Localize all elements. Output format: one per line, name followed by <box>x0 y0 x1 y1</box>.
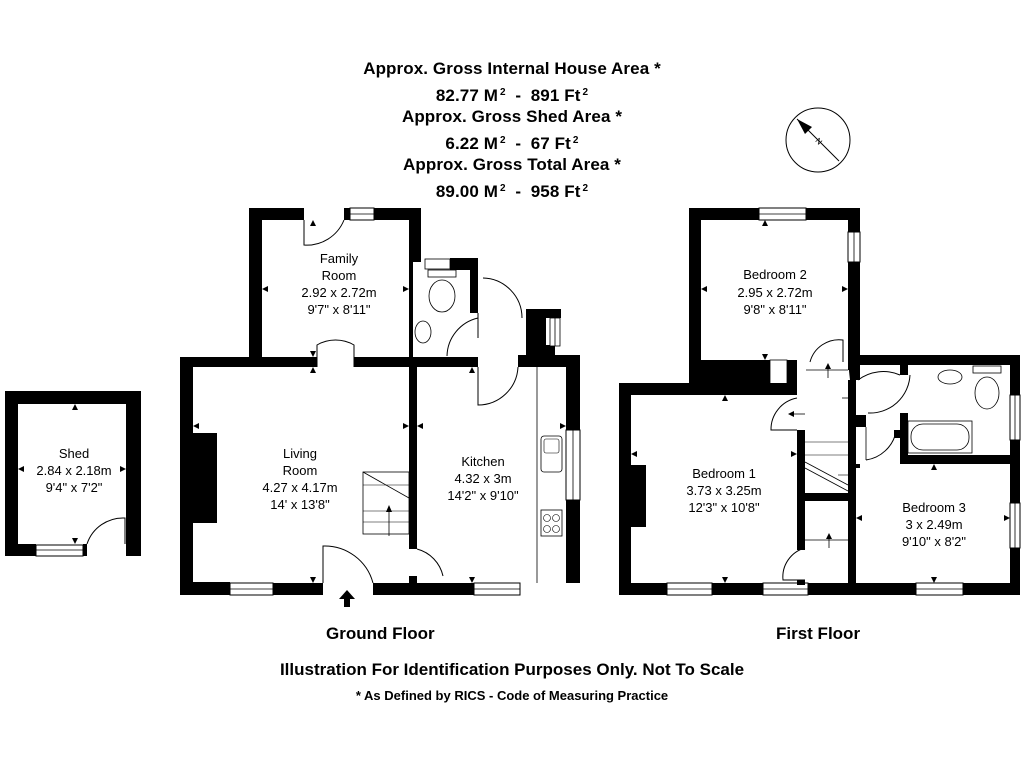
shed-area-m2: 6.22 M <box>445 134 498 153</box>
squared-sup: 2 <box>499 87 506 98</box>
room-imperial: 12'3" x 10'8" <box>688 500 760 515</box>
staircase <box>362 471 410 536</box>
entrance-arrow-icon <box>339 590 355 607</box>
room-imperial: 9'7" x 8'11" <box>307 302 370 317</box>
shed-plan <box>5 391 141 557</box>
separator: - <box>515 86 522 105</box>
house-area-title: Approx. Gross Internal House Area * <box>363 59 661 78</box>
room-label-family-room: Family Room 2.92 x 2.72m 9'7" x 8'11" <box>301 251 376 317</box>
room-name: Bedroom 3 <box>902 500 966 515</box>
disclaimer-text: Illustration For Identification Purposes… <box>279 660 745 679</box>
room-name: Living <box>283 446 317 461</box>
first-floor-label: First Floor <box>776 624 861 643</box>
room-metric: 3.73 x 3.25m <box>686 483 761 498</box>
room-name: Room <box>283 463 318 478</box>
room-metric: 4.27 x 4.17m <box>262 480 337 495</box>
house-area-ft2: 891 Ft <box>530 86 581 105</box>
total-area-title: Approx. Gross Total Area * <box>403 155 621 174</box>
room-label-bedroom-1: Bedroom 1 3.73 x 3.25m 12'3" x 10'8" <box>686 466 761 515</box>
north-arrow-compass-icon: N <box>785 107 851 173</box>
compass-n-label: N <box>813 136 824 147</box>
squared-sup: 2 <box>499 135 506 146</box>
ground-floor-label: Ground Floor <box>326 624 435 643</box>
squared-sup: 2 <box>499 183 506 194</box>
room-metric: 4.32 x 3m <box>454 471 511 486</box>
room-name: Bedroom 2 <box>743 267 807 282</box>
room-metric: 2.95 x 2.72m <box>737 285 812 300</box>
room-name: Family <box>320 251 359 266</box>
room-label-bedroom-3: Bedroom 3 3 x 2.49m 9'10" x 8'2" <box>902 500 966 549</box>
room-label-living-room: Living Room 4.27 x 4.17m 14' x 13'8" <box>262 446 337 512</box>
total-area-m2: 89.00 M <box>435 182 498 201</box>
first-floor-staircase <box>804 441 849 492</box>
room-metric: 3 x 2.49m <box>905 517 962 532</box>
separator: - <box>515 182 522 201</box>
squared-sup: 2 <box>582 87 589 98</box>
ground-floor-plan <box>180 207 581 607</box>
room-imperial: 9'8" x 8'11" <box>743 302 806 317</box>
room-name: Kitchen <box>461 454 504 469</box>
house-area-m2: 82.77 M <box>435 86 498 105</box>
room-label-shed: Shed 2.84 x 2.18m 9'4" x 7'2" <box>36 446 111 495</box>
total-area-ft2: 958 Ft <box>530 182 581 201</box>
room-metric: 2.84 x 2.18m <box>36 463 111 478</box>
first-floor-plan <box>619 207 1021 596</box>
room-metric: 2.92 x 2.72m <box>301 285 376 300</box>
room-label-bedroom-2: Bedroom 2 2.95 x 2.72m 9'8" x 8'11" <box>737 267 812 317</box>
room-name: Room <box>322 268 357 283</box>
separator: - <box>515 134 522 153</box>
room-imperial: 14'2" x 9'10" <box>447 488 519 503</box>
shed-area-title: Approx. Gross Shed Area * <box>401 107 623 126</box>
room-name: Bedroom 1 <box>692 466 756 481</box>
room-label-kitchen: Kitchen 4.32 x 3m 14'2" x 9'10" <box>447 454 519 503</box>
room-imperial: 9'4" x 7'2" <box>46 480 103 495</box>
room-imperial: 9'10" x 8'2" <box>902 534 966 549</box>
rics-note: * As Defined by RICS - Code of Measuring… <box>355 688 669 703</box>
room-name: Shed <box>59 446 89 461</box>
squared-sup: 2 <box>572 135 579 146</box>
shed-area-ft2: 67 Ft <box>530 134 571 153</box>
room-imperial: 14' x 13'8" <box>270 497 330 512</box>
squared-sup: 2 <box>582 183 589 194</box>
